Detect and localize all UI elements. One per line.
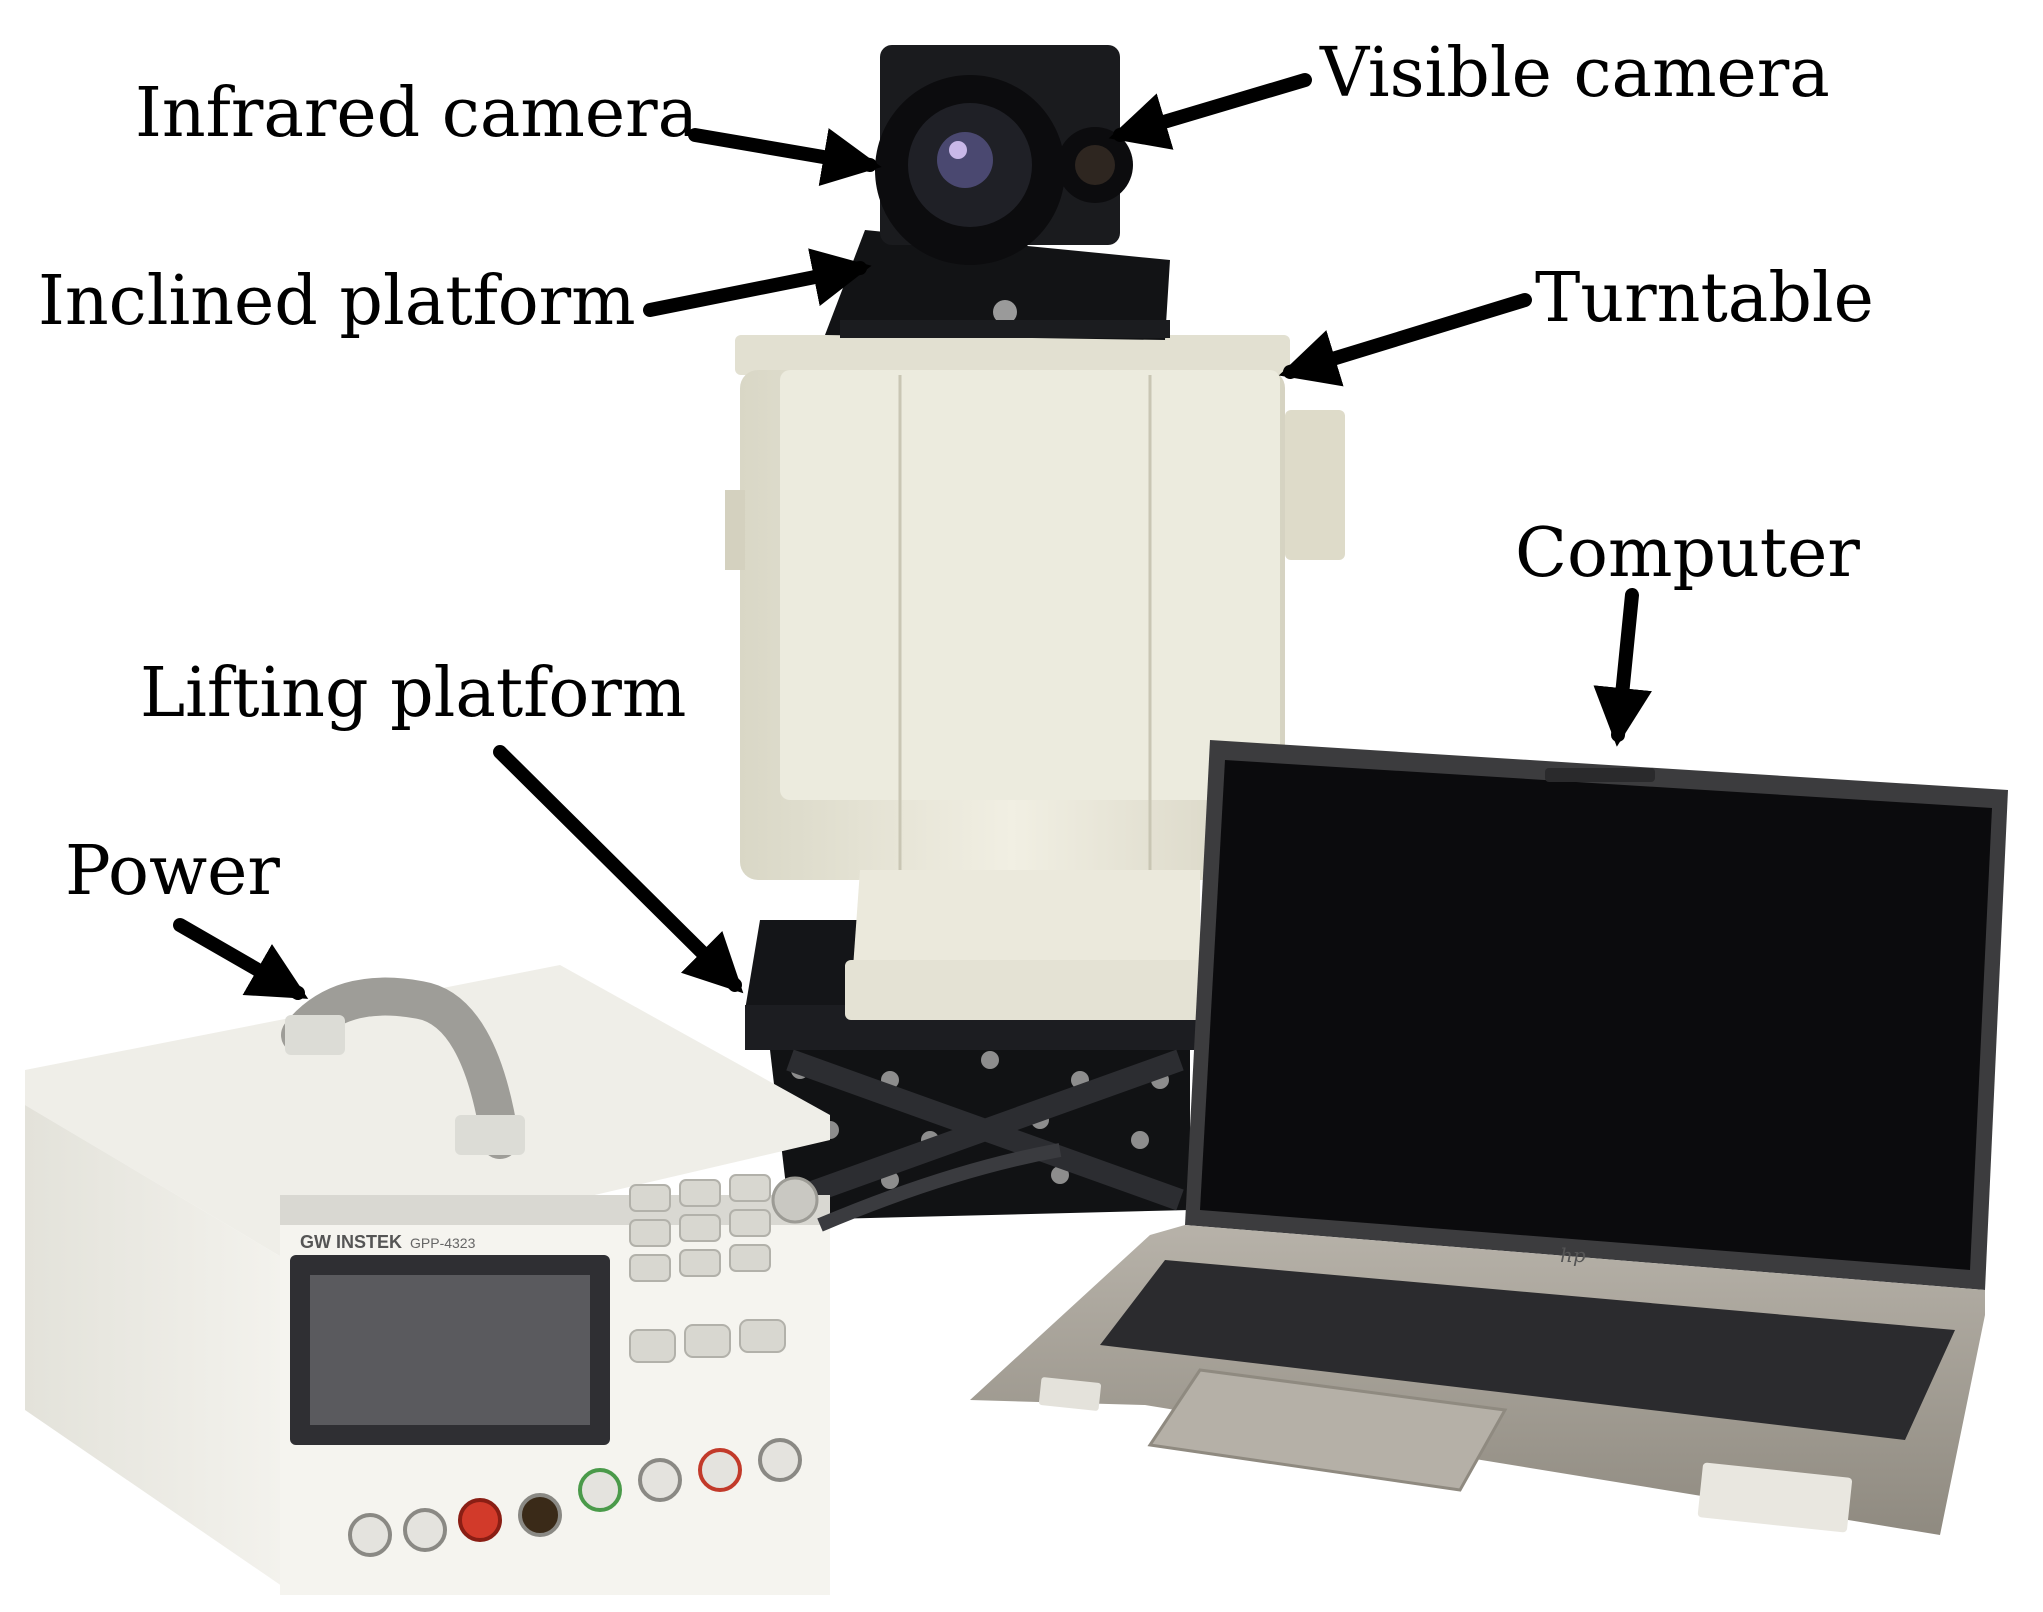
- arrow-visible-camera: [1108, 73, 1312, 150]
- psu-terminals: [348, 1438, 802, 1557]
- power-supply: GW INSTEK GPP-4323: [25, 965, 830, 1595]
- inclined-platform: [825, 230, 1170, 340]
- psu-model: GPP-4323: [410, 1235, 476, 1251]
- power-cable: [817, 1143, 1062, 1232]
- arrow-inclined-platform: [643, 248, 872, 317]
- laptop-screen: [1185, 740, 2008, 1290]
- label-lifting-platform: Lifting platform: [140, 654, 687, 733]
- arrow-turntable: [1278, 293, 1532, 387]
- laptop-logo: hp: [1560, 1243, 1586, 1267]
- label-infrared-camera: Infrared camera: [135, 74, 699, 153]
- infrared-camera-lens: [875, 75, 1065, 265]
- psu-display: [290, 1255, 610, 1445]
- psu-brand: GW INSTEK: [300, 1232, 402, 1252]
- pointer-arrows: [173, 73, 1652, 1000]
- label-inclined-platform: Inclined platform: [38, 262, 636, 341]
- arrow-infrared-camera: [688, 128, 882, 187]
- laptop: hp: [970, 740, 2008, 1535]
- psu-keypad: [629, 1174, 786, 1363]
- label-turntable: Turntable: [1535, 259, 1874, 338]
- psu-handle: [281, 977, 525, 1159]
- arrow-computer: [1593, 588, 1652, 747]
- label-visible-camera: Visible camera: [1320, 34, 1830, 113]
- arrow-lifting-platform: [493, 745, 744, 994]
- laptop-base: [970, 1225, 1985, 1535]
- turntable: [725, 335, 1345, 1020]
- psu-knob: [771, 1176, 819, 1224]
- label-computer: Computer: [1515, 514, 1860, 593]
- camera-assembly: [875, 45, 1133, 265]
- label-power: Power: [65, 832, 280, 911]
- arrow-power: [173, 918, 309, 1000]
